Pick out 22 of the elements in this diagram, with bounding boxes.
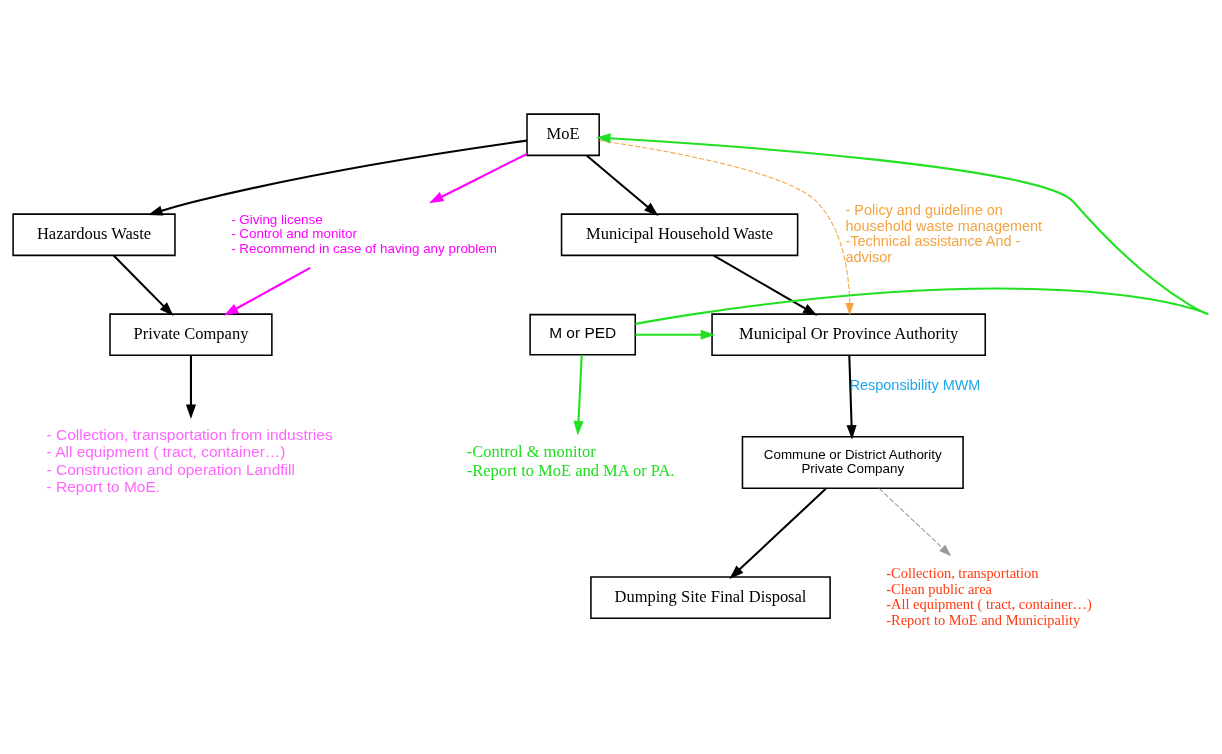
node-box: Commune or District Authority Private Company	[741, 436, 964, 490]
node-box: Private Company	[109, 313, 273, 357]
node-text: - Collection, transportation from industries - All equipment ( tract, container…) - Construction and operation Landfill - Report to MoE.	[46, 425, 333, 496]
arrow	[573, 354, 584, 436]
node-text: - Giving license - Control and monitor - Recommend in case of having any problem	[231, 211, 497, 256]
node-box: M or PED	[529, 313, 637, 356]
arrow	[223, 266, 311, 316]
arrow	[148, 139, 528, 216]
node-box: Municipal Or Province Authority	[711, 313, 986, 357]
edge-label: Responsibility MWM	[849, 376, 981, 393]
node-box: MoE	[526, 113, 600, 157]
arrow	[729, 487, 827, 579]
node-box: Hazardous Waste	[12, 213, 176, 257]
arrow	[185, 355, 196, 420]
node-text: -Control & monitor -Report to MoE and MA or PA.	[466, 442, 675, 480]
node-box: Dumping Site Final Disposal	[590, 576, 831, 619]
arrow	[635, 329, 716, 340]
arrow	[846, 355, 857, 440]
arrow	[112, 254, 174, 317]
arrow	[429, 153, 528, 204]
arrow	[878, 488, 952, 557]
node-text: -Collection, transportation -Clean public area -All equipment ( tract, container…) -Report to MoE and Municipality	[886, 565, 1092, 628]
